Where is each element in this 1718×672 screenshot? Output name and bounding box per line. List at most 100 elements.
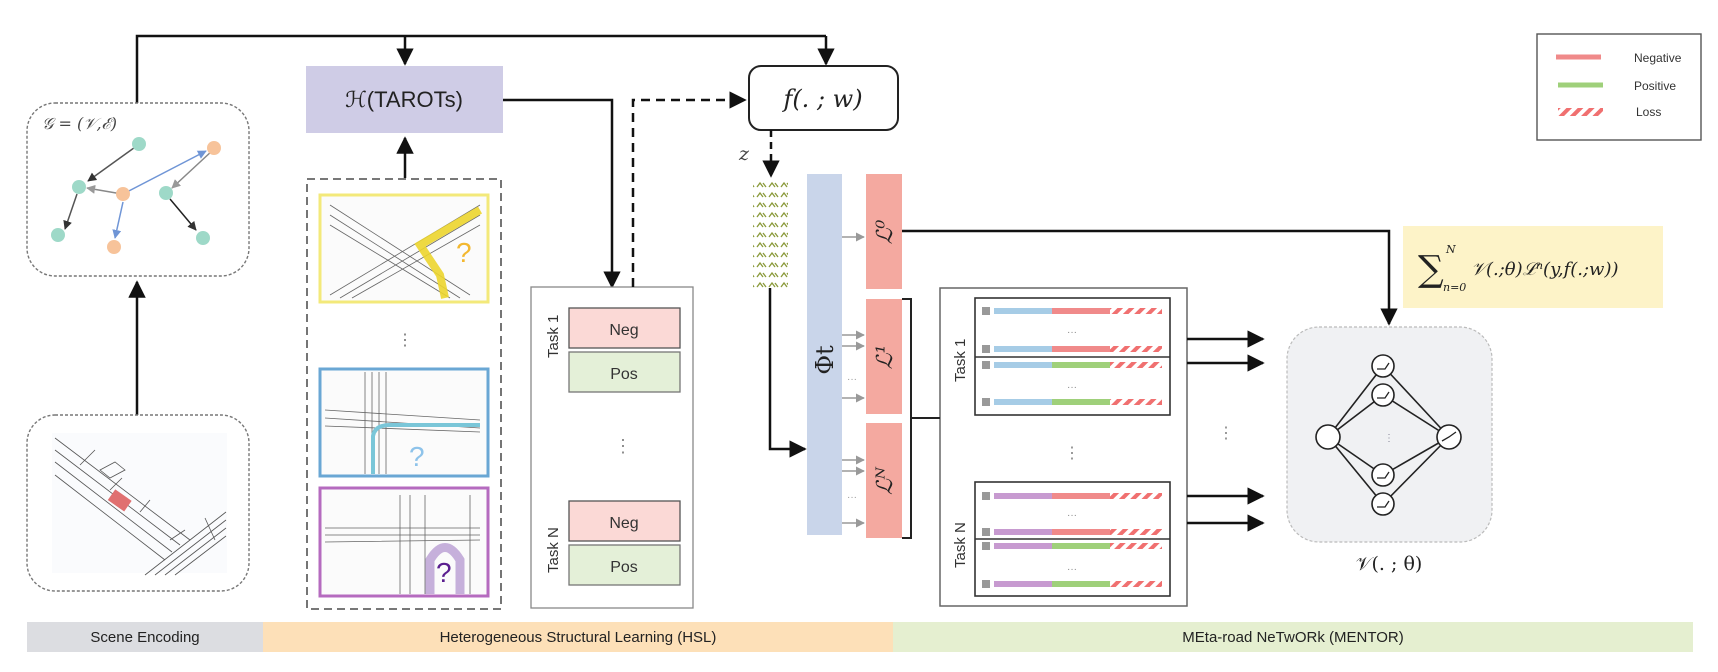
loss-label-n: ℒᴺ [873, 466, 898, 495]
formula-body: 𝒱(.;θ)ℒⁿ(y,f(.;w)) [1471, 259, 1619, 280]
sigma-upper: N [1445, 243, 1456, 256]
graph-node-road [72, 180, 86, 194]
latent-to-phi-arrow [768, 288, 807, 458]
loss-segment [1110, 581, 1162, 587]
loss-segment [1110, 399, 1162, 405]
bar-ellipsis: ··· [1067, 382, 1077, 393]
phi-to-loss-arrows [842, 232, 865, 528]
input-neuron [1315, 424, 1341, 450]
graph-node-road [132, 137, 146, 151]
pos-sample-row [982, 542, 1162, 550]
latent-z-label: z [738, 143, 750, 165]
graph-node-road [51, 228, 65, 242]
phi-ellipsis: ··· [847, 492, 857, 503]
feature-segment [994, 529, 1052, 535]
route-card-blue: ? [318, 367, 490, 478]
section-scene-encoding [27, 622, 263, 652]
phi-ellipsis: ··· [847, 374, 857, 385]
section-hsl [263, 622, 893, 652]
pos-segment [1052, 399, 1110, 405]
neg-segment [1052, 346, 1110, 352]
loss0-to-meta-arrow [902, 229, 1398, 326]
model-f-label: f(. ; w) [781, 85, 862, 113]
bar-ellipsis: ··· [1067, 327, 1077, 338]
loss-segment [1110, 543, 1162, 549]
task-samples-panel: Task 1 Neg Pos ⋮ Task N Neg Pos [530, 286, 694, 609]
feature-segment [994, 493, 1052, 499]
pos-segment [1052, 543, 1110, 549]
question-mark: ? [436, 557, 452, 588]
arrow-ellipsis: ⋮ [1218, 425, 1234, 442]
neg-sample-row [982, 492, 1162, 500]
legend-label-loss: Loss [1636, 105, 1661, 119]
neg-label: Neg [609, 322, 638, 339]
loss-segment [1110, 308, 1162, 314]
neg-segment [1052, 493, 1110, 499]
pos-segment [1052, 581, 1110, 587]
pos-segment [1052, 362, 1110, 368]
mentor-task-panel: Task 1 Task N ··· ··· ··· ··· ⋮ [939, 287, 1188, 607]
sample-icon [982, 542, 990, 550]
route-card-purple: ? [318, 486, 490, 598]
graph-edge [169, 198, 197, 231]
section-label: Heterogeneous Structural Learning (HSL) [440, 629, 717, 646]
route-ellipsis: ⋮ [397, 332, 413, 349]
loss-box-1 [866, 299, 902, 414]
sample-icon [982, 580, 990, 588]
graph-node-road [159, 186, 173, 200]
bar-ellipsis: ··· [1067, 564, 1077, 575]
loss-segment [1110, 362, 1162, 368]
question-mark: ? [409, 441, 425, 472]
bar-ellipsis: ··· [1067, 510, 1077, 521]
graph-node-agent [207, 141, 221, 155]
graph-node-road [196, 231, 210, 245]
latent-vector [753, 178, 788, 288]
loss-brace [902, 298, 921, 539]
sigma-lower: n=0 [1443, 281, 1466, 294]
sigma-symbol: ∑ [1418, 249, 1444, 290]
hidden-neurons [1371, 354, 1457, 516]
pos-sample-row [982, 398, 1162, 406]
feature-segment [994, 399, 1052, 405]
hidden-ellipsis: ⋮ [1384, 433, 1394, 444]
task-label: Task N [545, 527, 562, 573]
feature-segment [994, 362, 1052, 368]
legend-swatch-loss [1558, 108, 1603, 116]
loss-label-0: ℒ⁰ [873, 219, 898, 244]
tasks-to-model-dashed-arrow [631, 91, 747, 287]
loss-segment [1110, 493, 1162, 499]
sample-icon [982, 361, 990, 369]
pos-sample-box [568, 351, 681, 393]
section-mentor [893, 622, 1693, 652]
neg-segment [1052, 529, 1110, 535]
tarots-label: ℋ(TAROTs) [345, 87, 463, 112]
graph-node-agent [107, 240, 121, 254]
task-group-n: Task N Neg Pos [545, 500, 681, 586]
loss-segment [1110, 346, 1162, 352]
graph-edge [112, 201, 124, 239]
sample-icon [982, 307, 990, 315]
question-mark: ? [456, 237, 472, 268]
loss-heads: ℒ⁰ ℒ¹ ℒᴺ [866, 174, 902, 538]
pos-label: Pos [610, 559, 638, 576]
phi-module: Φt [807, 174, 842, 535]
loss-segment [1110, 529, 1162, 535]
phi-label: Φt [811, 345, 839, 375]
graph-edge [87, 144, 139, 182]
pos-sample-box [568, 544, 681, 586]
scene-graph-label: 𝒢 = (𝒱,ℰ) [42, 114, 117, 133]
feature-segment [994, 308, 1052, 314]
graph-edge [171, 149, 214, 189]
loss-box-0 [866, 174, 902, 289]
weighted-loss-formula: ∑ N n=0 𝒱(.;θ)ℒⁿ(y,f(.;w)) [1403, 226, 1663, 308]
ego-vehicle [107, 489, 132, 512]
neg-segment [1052, 308, 1110, 314]
mentor-task-label: Task N [952, 522, 969, 568]
mentor-to-meta-arrows [1187, 330, 1265, 532]
top-connectors [135, 34, 835, 103]
neg-label: Neg [609, 515, 638, 532]
sample-icon [982, 398, 990, 406]
feature-segment [994, 581, 1052, 587]
task-group-1: Task 1 Neg Pos [545, 307, 681, 393]
meta-net-label: 𝒱(. ; θ) [1356, 553, 1423, 575]
